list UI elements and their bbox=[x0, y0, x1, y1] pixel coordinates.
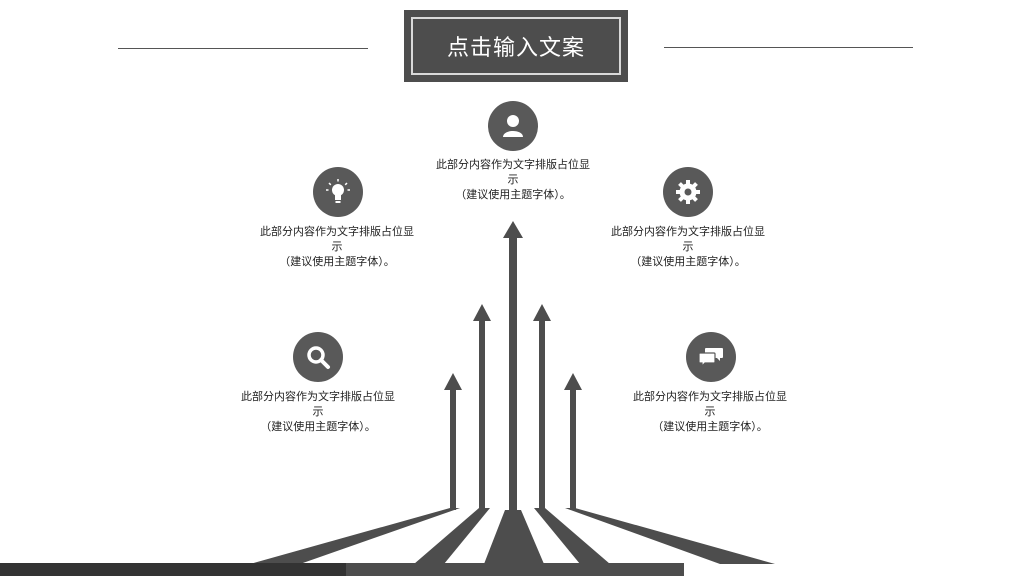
text-line-1: 此部分内容作为文字排版占位显 bbox=[436, 158, 590, 171]
text-line-3: （建议使用主题字体）。 bbox=[652, 420, 768, 433]
text-line-2: 示 bbox=[507, 173, 519, 186]
text-line-2: 示 bbox=[312, 405, 324, 418]
text-line-1: 此部分内容作为文字排版占位显 bbox=[260, 225, 414, 238]
text-block-upper-right: 此部分内容作为文字排版占位显 示 （建议使用主题字体）。 bbox=[593, 224, 783, 269]
bottom-bar-left bbox=[0, 563, 346, 576]
text-line-2: 示 bbox=[331, 240, 343, 253]
title-left-line bbox=[118, 48, 368, 49]
text-block-lower-right: 此部分内容作为文字排版占位显 示 （建议使用主题字体）。 bbox=[615, 389, 805, 434]
gear-icon[interactable] bbox=[663, 167, 713, 217]
text-line-3: （建议使用主题字体）。 bbox=[630, 255, 746, 268]
text-block-lower-left: 此部分内容作为文字排版占位显 示 （建议使用主题字体）。 bbox=[223, 389, 413, 434]
center-arrow bbox=[484, 221, 544, 564]
inner-right-arrow bbox=[533, 304, 610, 564]
text-line-3: （建议使用主题字体）。 bbox=[279, 255, 395, 268]
title-box[interactable]: 点击输入文案 bbox=[404, 10, 628, 82]
chat-icon[interactable] bbox=[686, 332, 736, 382]
bottom-bar-right bbox=[346, 563, 684, 576]
search-icon[interactable] bbox=[293, 332, 343, 382]
text-line-3: （建议使用主题字体）。 bbox=[455, 188, 571, 201]
text-block-upper-left: 此部分内容作为文字排版占位显 示 （建议使用主题字体）。 bbox=[242, 224, 432, 269]
inner-left-arrow bbox=[414, 304, 491, 564]
text-line-2: 示 bbox=[682, 240, 694, 253]
page-title: 点击输入文案 bbox=[446, 36, 585, 61]
text-line-1: 此部分内容作为文字排版占位显 bbox=[633, 390, 787, 403]
lightbulb-icon[interactable] bbox=[313, 167, 363, 217]
text-block-top: 此部分内容作为文字排版占位显 示 （建议使用主题字体）。 bbox=[418, 157, 608, 202]
user-icon[interactable] bbox=[488, 101, 538, 151]
text-line-1: 此部分内容作为文字排版占位显 bbox=[241, 390, 395, 403]
outer-right-arrow bbox=[564, 373, 775, 564]
text-line-3: （建议使用主题字体）。 bbox=[260, 420, 376, 433]
outer-left-arrow bbox=[250, 373, 462, 564]
title-right-line bbox=[664, 47, 913, 48]
text-line-1: 此部分内容作为文字排版占位显 bbox=[611, 225, 765, 238]
title-inner-frame: 点击输入文案 bbox=[411, 17, 621, 75]
text-line-2: 示 bbox=[704, 405, 716, 418]
